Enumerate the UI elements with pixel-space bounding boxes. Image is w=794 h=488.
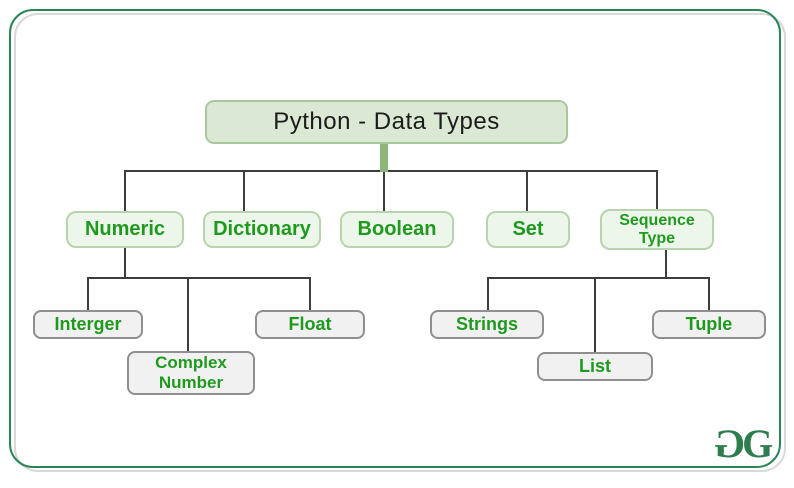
connector-to-dictionary	[243, 170, 245, 211]
connector-to-list	[594, 277, 596, 352]
node-boolean: Boolean	[340, 211, 454, 248]
root-connector-stub	[380, 144, 388, 172]
frame-shadow-line	[14, 13, 786, 472]
connector-to-strings	[487, 277, 489, 310]
node-sequence-type: Sequence Type	[600, 209, 714, 250]
connector-to-float	[309, 277, 311, 310]
connector-to-complex-number	[187, 277, 189, 351]
node-strings: Strings	[430, 310, 544, 339]
sequence-children-horizontal-line	[487, 277, 710, 279]
node-tuple: Tuple	[652, 310, 766, 339]
node-float: Float	[255, 310, 365, 339]
node-numeric: Numeric	[66, 211, 184, 248]
diagram-border-frame	[9, 9, 781, 468]
node-dictionary: Dictionary	[203, 211, 321, 248]
connector-to-tuple	[708, 277, 710, 310]
logo-g-glyph: G	[742, 421, 774, 466]
node-complex-number: Complex Number	[127, 351, 255, 395]
sequence-down-line	[665, 250, 667, 279]
node-interger: Interger	[33, 310, 143, 339]
branch-horizontal-line	[124, 170, 658, 172]
node-list: List	[537, 352, 653, 381]
logo-mirrored-g-glyph: G	[714, 421, 746, 466]
connector-to-numeric	[124, 170, 126, 211]
connector-to-set	[526, 170, 528, 211]
numeric-down-line	[124, 248, 126, 279]
node-set: Set	[486, 211, 570, 248]
geeksforgeeks-logo: GG	[714, 421, 774, 466]
connector-to-sequence-type	[656, 170, 658, 209]
connector-to-boolean	[383, 170, 385, 211]
numeric-children-horizontal-line	[87, 277, 311, 279]
node-python-data-types: Python - Data Types	[205, 100, 568, 144]
connector-to-interger	[87, 277, 89, 310]
